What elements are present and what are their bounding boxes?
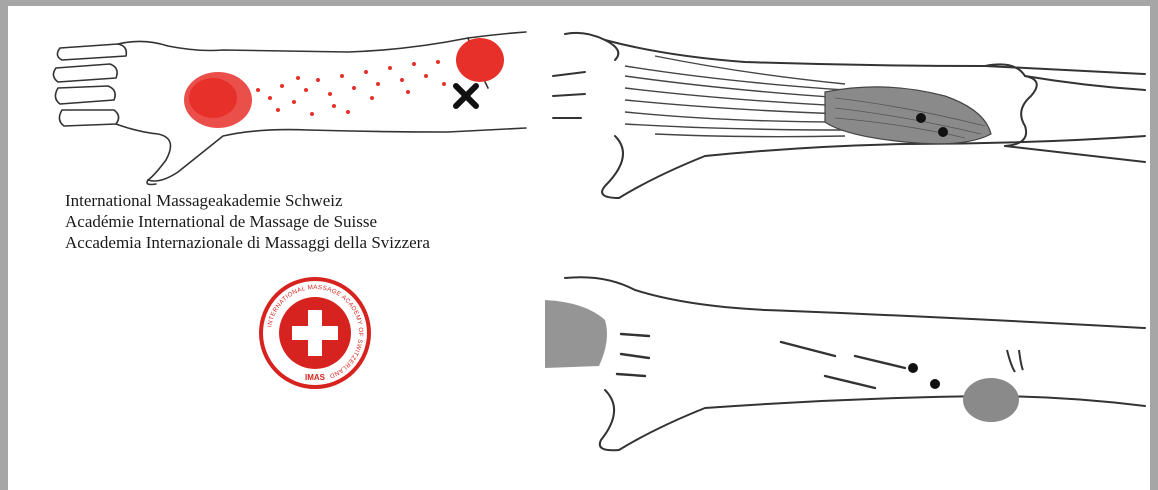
- sketch-strokes: [617, 334, 905, 388]
- academy-name-french: Académie International de Massage de Sui…: [65, 211, 430, 232]
- forearm-muscle-illustration: [545, 26, 1150, 216]
- hand-shading: [545, 300, 607, 368]
- elbow-shading: [963, 378, 1019, 422]
- seal-abbreviation: IMAS: [305, 373, 326, 382]
- referral-dot-trail: [256, 60, 446, 116]
- tendon-lines: [625, 56, 845, 137]
- academy-name-german: International Massageakademie Schweiz: [65, 190, 430, 211]
- trigger-point-dot: [938, 127, 948, 137]
- trigger-point-dot: [916, 113, 926, 123]
- image-frame: International Massageakademie Schweiz Ac…: [8, 6, 1150, 490]
- referral-cluster-hand: [184, 72, 252, 128]
- finger-outline: [57, 44, 126, 60]
- arm-referral-pattern-illustration: [48, 28, 530, 188]
- academy-name-italian: Accademia Internazionale di Massaggi del…: [65, 232, 430, 253]
- trigger-point-dot: [930, 379, 940, 389]
- muscle-belly: [825, 87, 991, 144]
- x-mark-icon: [456, 86, 476, 106]
- forearm-sketch-illustration: [545, 270, 1150, 466]
- trigger-point-cluster: [456, 38, 504, 82]
- imas-seal-logo: INTERNATIONAL MASSAGE ACADEMY OF SWITZER…: [258, 276, 372, 390]
- academy-names: International Massageakademie Schweiz Ac…: [65, 190, 430, 253]
- trigger-point-dot: [908, 363, 918, 373]
